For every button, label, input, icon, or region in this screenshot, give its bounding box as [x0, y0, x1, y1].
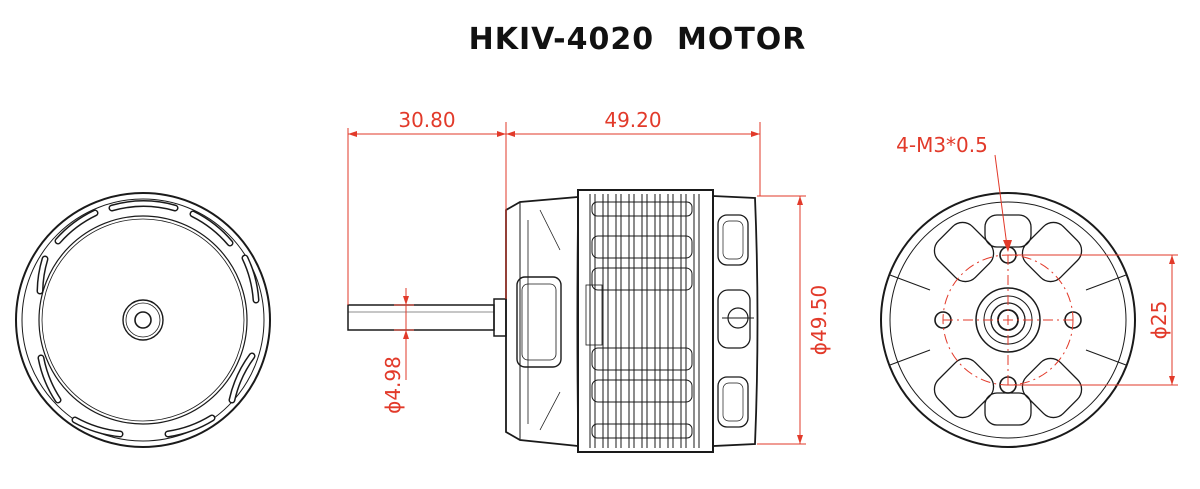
dimension-lines — [347, 122, 1178, 445]
drawing-title: HKIV-4020 MOTOR — [468, 22, 807, 57]
mount-hole-label: 4-M3*0.5 — [896, 133, 988, 157]
body-diameter-label: ϕ49.50 — [807, 285, 831, 355]
side-view — [347, 189, 759, 453]
front-view — [15, 192, 271, 448]
shaft-length-label: 30.80 — [398, 108, 455, 132]
cooling-fins — [585, 194, 700, 448]
body-length-label: 49.20 — [604, 108, 661, 132]
shaft-diameter-label: ϕ4.98 — [381, 356, 405, 414]
mount-circle-label: ϕ25 — [1147, 301, 1171, 340]
